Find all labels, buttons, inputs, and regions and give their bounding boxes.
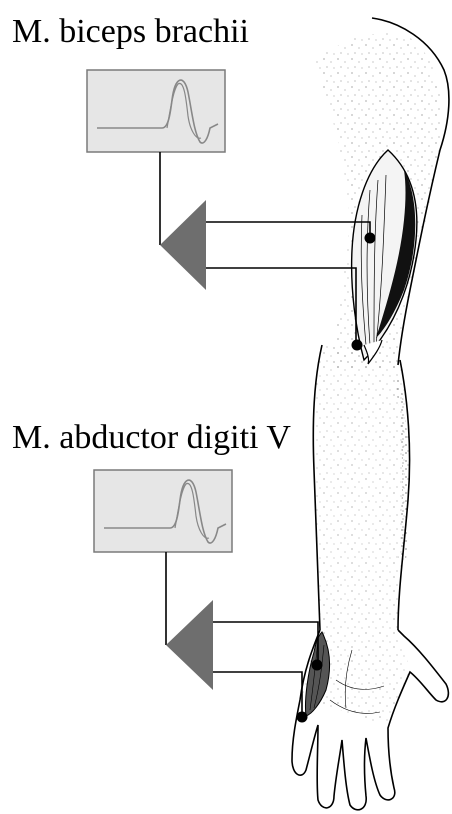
electrode-lead-abductor-2 (213, 672, 302, 717)
electrode-dot-icon (365, 233, 376, 244)
electrode-dot-icon (352, 340, 363, 351)
amplifier-triangle-icon (160, 200, 206, 290)
electrode-dot-icon (312, 660, 323, 671)
arm-illustration (292, 18, 449, 810)
muscle-label-biceps: M. biceps brachii (12, 12, 249, 52)
emg-monitor-biceps (87, 70, 225, 152)
muscle-label-abductor: M. abductor digiti V (12, 418, 291, 458)
electrode-lead-abductor-1 (213, 622, 318, 665)
emg-channel-abductor (94, 470, 323, 723)
emg-monitor-abductor (94, 470, 232, 552)
electrode-dot-icon (297, 712, 308, 723)
amplifier-triangle-icon (166, 600, 213, 690)
electrode-lead-biceps-2 (206, 268, 356, 345)
forearm-skin (313, 345, 409, 630)
